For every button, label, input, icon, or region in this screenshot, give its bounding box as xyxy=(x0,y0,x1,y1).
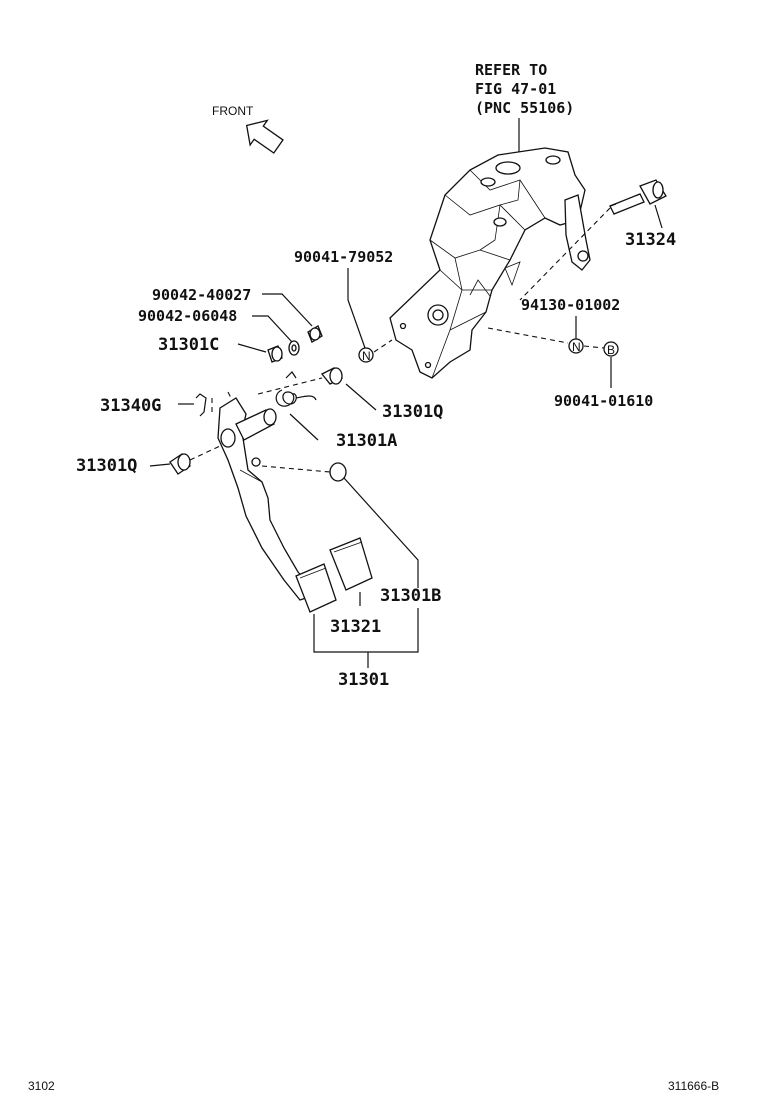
nut-marker-left: N xyxy=(358,347,374,363)
left-bushing-guide xyxy=(189,445,221,461)
washer-guide-right xyxy=(583,345,605,349)
label-31301Q-right: 31301Q xyxy=(382,402,443,422)
washer-marker-right: B xyxy=(603,341,619,357)
bolt-31324-guide xyxy=(519,207,611,301)
leader-90042-40027 xyxy=(262,293,313,327)
bolt-31324 xyxy=(609,179,667,215)
leader-31324 xyxy=(654,204,663,229)
return-spring-31301A xyxy=(275,371,317,407)
leader-31301B xyxy=(343,477,419,588)
front-label: FRONT xyxy=(212,104,254,118)
stopper-31301B xyxy=(329,462,347,482)
footer-figure-id: 311666-B xyxy=(668,1079,719,1093)
nut-guide-right xyxy=(487,327,569,344)
label-31301: 31301 xyxy=(338,670,389,690)
label-90042-06048: 90042-06048 xyxy=(138,307,237,325)
leader-31301Q-left xyxy=(149,463,171,467)
label-90041-01610: 90041-01610 xyxy=(554,392,653,410)
pedal-bracket xyxy=(389,147,591,379)
marker-b-right: B xyxy=(607,343,615,357)
reference-line-3: (PNC 55106) xyxy=(475,99,574,117)
leader-31301C xyxy=(237,343,267,353)
reference-line-1: REFER TO xyxy=(475,61,547,79)
bushing-31301Q-left xyxy=(169,453,191,475)
label-90041-79052: 90041-79052 xyxy=(294,248,393,266)
nut-marker-right: N xyxy=(568,338,584,354)
front-arrow-icon xyxy=(245,119,284,154)
pedal-pad-lower xyxy=(295,563,337,613)
marker-n-right: N xyxy=(572,340,581,354)
bracket-31301 xyxy=(313,608,419,653)
marker-n-left: N xyxy=(362,349,371,363)
label-31301A: 31301A xyxy=(336,431,397,451)
label-31340G: 31340G xyxy=(100,396,161,416)
pedal-pad-upper xyxy=(329,537,373,591)
label-31301B: 31301B xyxy=(380,586,441,606)
pivot-axis-guide xyxy=(257,377,323,395)
label-31301Q-left: 31301Q xyxy=(76,456,137,476)
label-31321: 31321 xyxy=(330,617,381,637)
label-90042-40027: 90042-40027 xyxy=(152,286,251,304)
leader-90042-06048 xyxy=(252,315,293,343)
washer-90042-06048 xyxy=(288,340,300,356)
pedal-top-guide xyxy=(227,391,233,401)
reference-line-2: FIG 47-01 xyxy=(475,80,556,98)
leader-90041-79052 xyxy=(347,268,366,349)
label-94130-01002: 94130-01002 xyxy=(521,296,620,314)
nut-guide-left xyxy=(373,339,393,353)
leader-31301A xyxy=(289,413,319,441)
pedal-arm xyxy=(217,397,320,601)
bushing-31301C xyxy=(267,345,283,363)
label-31301C: 31301C xyxy=(158,335,219,355)
clip-31340G xyxy=(195,393,213,417)
label-31324: 31324 xyxy=(625,230,676,250)
footer-page-code: 3102 xyxy=(28,1079,55,1093)
bushing-31301Q-right xyxy=(320,367,344,385)
leader-31301Q-right xyxy=(345,383,377,411)
stopper-guide xyxy=(261,465,331,473)
bolt-90042-40027 xyxy=(307,325,323,343)
